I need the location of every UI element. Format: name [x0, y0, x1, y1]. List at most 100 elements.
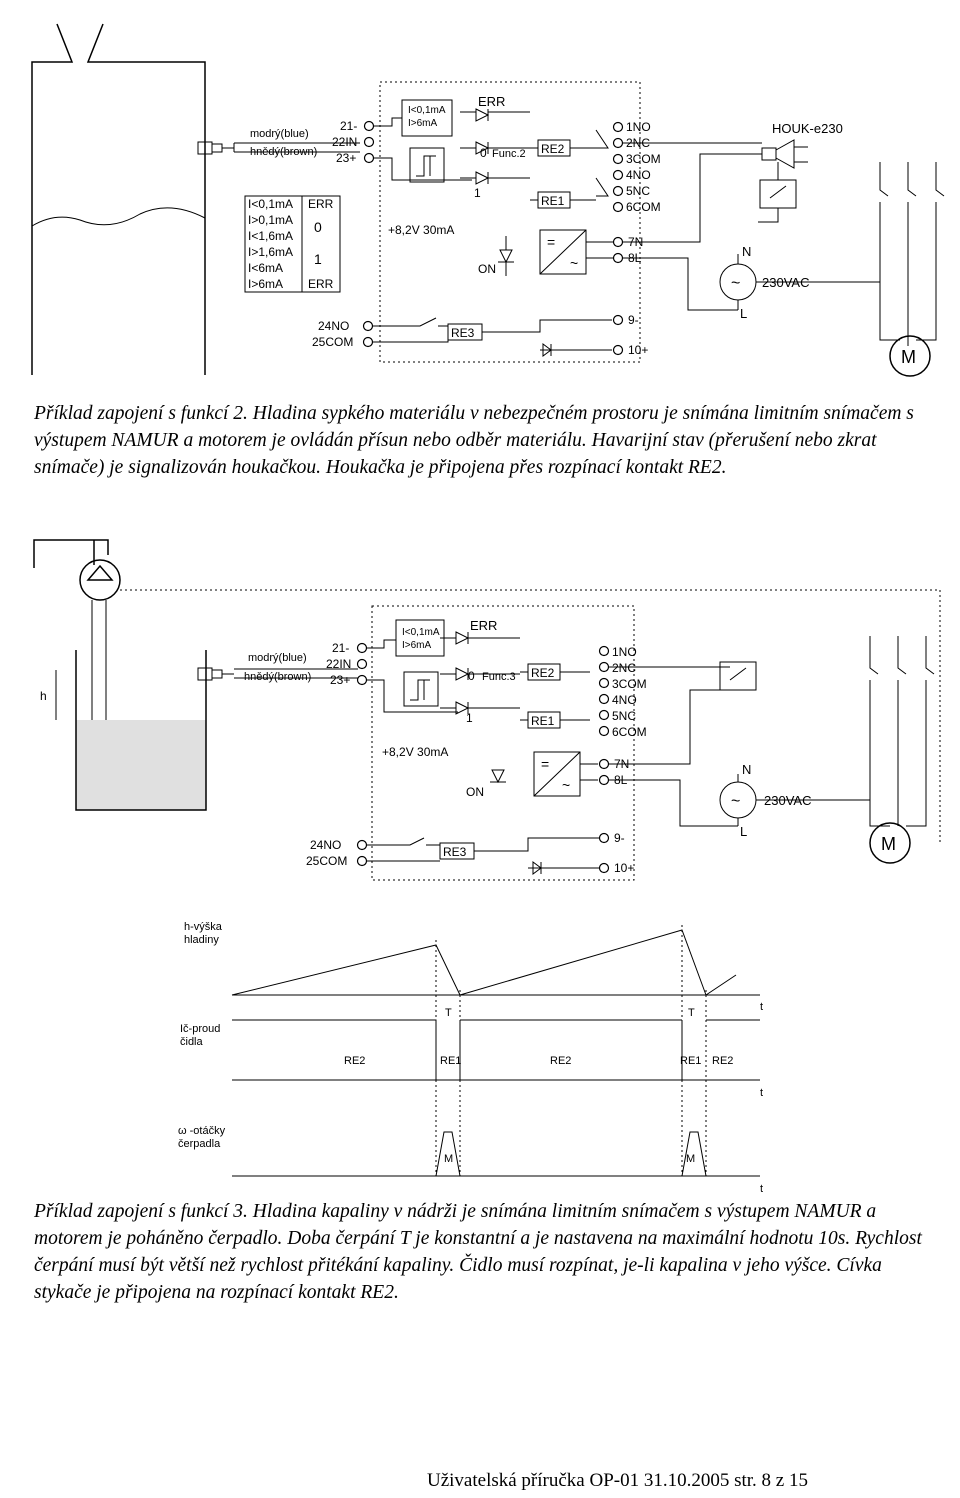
re3-term-25: 25COM [312, 335, 353, 349]
output-terminals-2: 1NO 2NC 3COM 4NO 5NC 6COM 7N 8L 9- 10+ [598, 645, 647, 875]
svg-text:N: N [742, 762, 751, 777]
level-trace [231, 929, 760, 996]
svg-text:4NO: 4NO [612, 693, 637, 707]
svg-text:I<6mA: I<6mA [248, 261, 283, 275]
timing-current-label-1: Ič-proud [180, 1023, 220, 1035]
T-label-1: T [445, 1007, 452, 1019]
caption-function-3: Příklad zapojení s funkcí 3. Hladina kap… [34, 1201, 922, 1303]
svg-text:ON: ON [466, 785, 484, 799]
wire-label-blue: modrý(blue) [250, 128, 309, 140]
sensor-2 [197, 667, 358, 681]
svg-text:10+: 10+ [614, 861, 634, 875]
svg-text:L: L [740, 824, 747, 839]
height-h: h [40, 689, 47, 703]
svg-text:2NC: 2NC [612, 661, 636, 675]
func-label: Func.2 [492, 148, 526, 160]
tank-liquid [76, 720, 206, 810]
svg-text:hnědý(brown): hnědý(brown) [244, 671, 311, 683]
svg-text:9-: 9- [614, 831, 625, 845]
err-label: ERR [478, 94, 505, 109]
svg-text:I>0,1mA: I>0,1mA [248, 213, 293, 227]
state-table: I<0,1mA ERR I>0,1mA 0 I<1,6mA I>1,6mA 1 … [244, 195, 341, 293]
svg-text:0: 0 [468, 669, 475, 683]
current-trace [232, 1019, 760, 1081]
relay-state-2: RE1 [440, 1055, 461, 1067]
mains-l: L [740, 306, 747, 321]
terminal-23: 23+ [336, 151, 356, 165]
relay-state-5: RE2 [712, 1055, 733, 1067]
svg-text:ERR: ERR [308, 197, 334, 211]
svg-text:I>6mA: I>6mA [402, 640, 432, 651]
svg-text:9-: 9- [628, 313, 639, 327]
mains-n: N [742, 244, 751, 259]
svg-text:6COM: 6COM [626, 200, 661, 214]
timing-speed-label-2: čerpadla [178, 1138, 221, 1150]
diagram-function-3: h modrý(blue) hnědý(brown) 21- 22IN 23+ … [33, 539, 941, 881]
svg-text:22IN: 22IN [326, 657, 351, 671]
horn-contact-box [761, 147, 777, 161]
svg-text:6COM: 6COM [612, 725, 647, 739]
svg-text:I>1,6mA: I>1,6mA [248, 245, 293, 259]
svg-text:3COM: 3COM [626, 152, 661, 166]
pump-pipe [33, 539, 109, 568]
svg-text:1NO: 1NO [612, 645, 637, 659]
svg-text:~: ~ [731, 793, 740, 810]
horn-label: HOUK-e230 [772, 121, 843, 136]
relay-state-1: RE2 [344, 1055, 365, 1067]
svg-text:24NO: 24NO [310, 838, 341, 852]
timing-diagram: h-výška hladiny Ič-proud čidla t T T RE2… [178, 921, 763, 1195]
svg-text:3COM: 3COM [612, 677, 647, 691]
on-label: ON [478, 262, 496, 276]
material-surface [31, 207, 206, 227]
svg-text:~: ~ [731, 275, 740, 292]
led-1-label: 1 [474, 186, 481, 200]
svg-text:ERR: ERR [470, 618, 497, 633]
svg-text:RE2: RE2 [531, 666, 555, 680]
svg-text:I>6mA: I>6mA [248, 277, 283, 291]
svg-text:23+: 23+ [330, 673, 350, 687]
terminal-21: 21- [340, 119, 357, 133]
contactor-coil [759, 179, 797, 209]
relay-state-4: RE1 [680, 1055, 701, 1067]
supply-label: +8,2V 30mA [388, 223, 454, 237]
relay-state-3: RE2 [550, 1055, 571, 1067]
svg-text:21-: 21- [332, 641, 349, 655]
sensor [197, 141, 360, 155]
svg-text:modrý(blue): modrý(blue) [248, 652, 307, 664]
svg-text:I<1,6mA: I<1,6mA [248, 229, 293, 243]
svg-text:I<0,1mA: I<0,1mA [248, 197, 293, 211]
re3-term-24: 24NO [318, 319, 349, 333]
threshold-low: I<0,1mA [408, 105, 446, 116]
module-outline [379, 81, 641, 363]
svg-text:Func.3: Func.3 [482, 671, 516, 683]
pump-icon [79, 559, 121, 601]
motor-label-2: M [881, 834, 896, 854]
svg-text:+8,2V 30mA: +8,2V 30mA [382, 745, 448, 759]
t-axis-2: t [760, 1087, 763, 1099]
svg-text:5NC: 5NC [626, 184, 650, 198]
contactor-switches [879, 162, 945, 346]
motor-label: M [901, 347, 916, 367]
svg-text:=: = [547, 234, 555, 250]
wire-label-brown: hnědý(brown) [250, 146, 317, 158]
silo-outline [31, 23, 206, 375]
motor-pulse-1: M [444, 1153, 453, 1165]
output-terminals: 1NO 2NC 3COM 4NO 5NC 6COM 7N 8L 9- 10+ [595, 120, 661, 357]
threshold-high: I>6mA [408, 118, 438, 129]
t-axis-3: t [760, 1183, 763, 1195]
timing-speed-label-1: ω -otáčky [178, 1125, 226, 1137]
diagram-function-2: modrý(blue) hnědý(brown) 21- 22IN 23+ I<… [31, 23, 945, 377]
svg-text:RE1: RE1 [531, 714, 555, 728]
horn-icon [775, 139, 808, 169]
svg-text:~: ~ [562, 777, 570, 793]
contactor-switches-2 [869, 636, 935, 827]
svg-text:~: ~ [570, 255, 578, 271]
svg-text:RE2: RE2 [541, 142, 565, 156]
svg-text:25COM: 25COM [306, 854, 347, 868]
svg-text:RE1: RE1 [541, 194, 565, 208]
svg-text:ERR: ERR [308, 277, 334, 291]
tank-outline [75, 650, 207, 811]
timing-height-label-1: h-výška [184, 921, 223, 933]
svg-text:4NO: 4NO [626, 168, 651, 182]
